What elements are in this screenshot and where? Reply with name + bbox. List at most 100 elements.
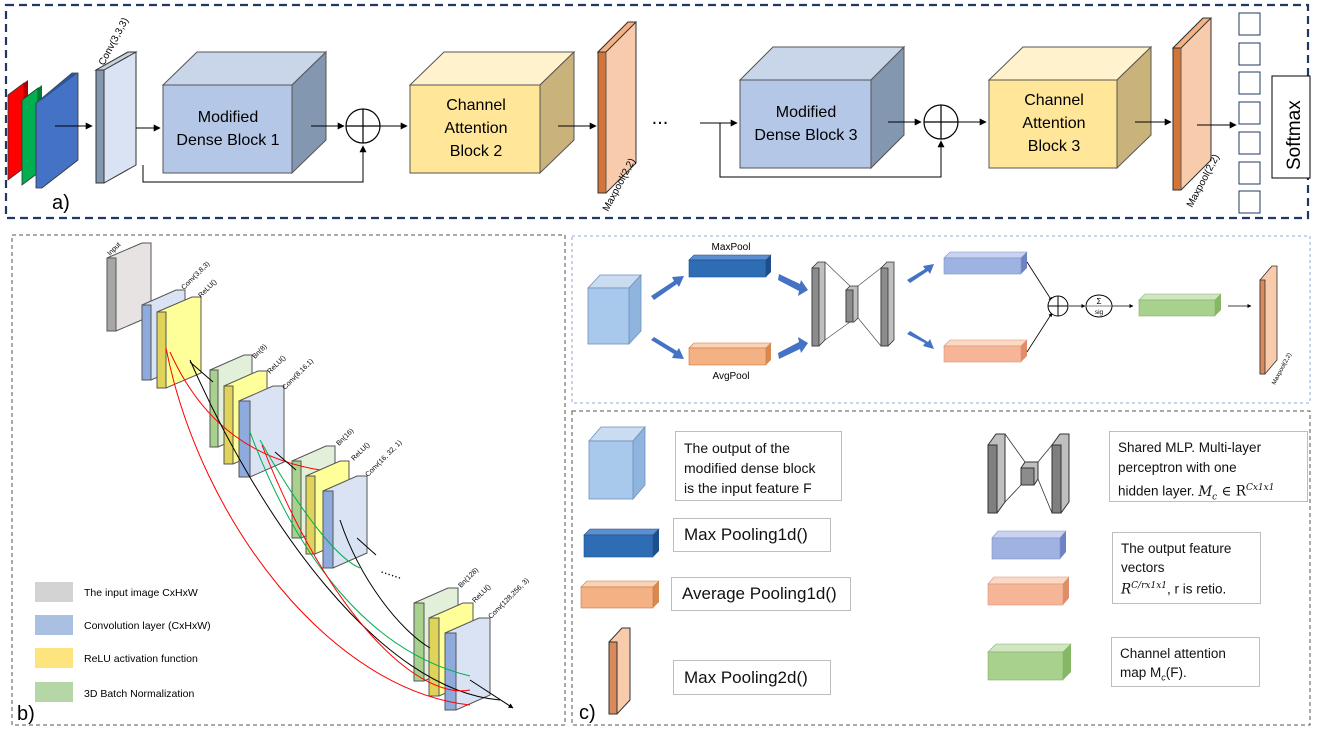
block-arrows bbox=[651, 264, 934, 359]
dots-label: ...... bbox=[379, 561, 404, 582]
legend-label-bn: 3D Batch Normalization bbox=[84, 688, 194, 700]
maxpool-text: MaxPool bbox=[712, 242, 751, 253]
legend-label-relu: ReLU activation function bbox=[84, 653, 198, 665]
skip-connection-2 bbox=[719, 123, 945, 178]
cam-desc-line1: Channel attention bbox=[1120, 646, 1226, 661]
cam-math-prefix: map M bbox=[1120, 665, 1162, 680]
panel-b-frame bbox=[11, 234, 566, 726]
conv-layer-slab bbox=[94, 51, 138, 184]
panel-c-letter: c) bbox=[579, 702, 596, 724]
block4-line2: Attention bbox=[1022, 115, 1085, 132]
mlp-math-sub: c bbox=[1212, 492, 1218, 503]
maxpool-bar bbox=[688, 254, 772, 278]
vec-desc-line1: The output feature bbox=[1121, 541, 1232, 556]
conv2-slab bbox=[238, 385, 285, 478]
add-circle-cam bbox=[1047, 295, 1069, 317]
legend-maxpool2d-slab bbox=[608, 627, 631, 715]
arrow-max-to-add bbox=[1026, 261, 1053, 302]
mlp-description-box: Shared MLP. Multi-layer perceptron with … bbox=[1109, 431, 1308, 502]
maxpool-slab-2 bbox=[1171, 17, 1213, 191]
mlp-desc-line3: hidden layer. Mc ∈ RCx1x1 bbox=[1118, 478, 1299, 507]
panel-c: c) bbox=[571, 410, 1311, 726]
maxpool-slab-small bbox=[1259, 265, 1278, 375]
input-feature-cube bbox=[587, 273, 642, 346]
vec-math-tail: , r is retio. bbox=[1167, 581, 1227, 597]
softmax-box bbox=[1271, 75, 1311, 179]
panel-c-frame bbox=[571, 410, 1311, 726]
mlp-math-mid: ∈ R bbox=[1217, 483, 1246, 500]
channel-attention-block-3: Channel Attention Block 3 bbox=[987, 45, 1153, 170]
legend-swatch-input bbox=[35, 582, 73, 602]
average-pooling1d-label: Average Pooling1d() bbox=[682, 584, 837, 603]
arrow-avg-to-add bbox=[1026, 312, 1053, 353]
panel-b-letter: b) bbox=[17, 703, 35, 725]
input-slab bbox=[106, 242, 152, 332]
add-circle-1 bbox=[345, 108, 381, 144]
block4-line1: Channel bbox=[1024, 92, 1084, 109]
block2-line3: Block 2 bbox=[450, 143, 503, 160]
avgpool-text: AvgPool bbox=[712, 371, 749, 382]
panel-a: Conv(3,3,3) Modified Dense Block 1 Chann… bbox=[4, 3, 1311, 220]
block3-line2: Dense Block 3 bbox=[754, 127, 857, 144]
vec-desc-line3: RC/rx1x1, r is retio. bbox=[1121, 577, 1252, 600]
block1-line2: Dense Block 1 bbox=[176, 132, 279, 149]
attention-map-vector bbox=[1138, 293, 1222, 317]
feature-desc-line1: The output of the bbox=[684, 440, 790, 456]
conv2-label: Conv(8,16,1) bbox=[281, 358, 315, 392]
legend-swatch-conv bbox=[35, 615, 73, 635]
avgpool-bar bbox=[688, 342, 772, 366]
softmax-label: Softmax bbox=[1284, 100, 1305, 170]
add-circle-2 bbox=[923, 104, 959, 140]
legend-swatch-relu bbox=[35, 648, 73, 668]
max-pooling2d-label: Max Pooling2d() bbox=[684, 667, 808, 687]
vec-desc-line2: vectors bbox=[1121, 560, 1165, 575]
mlp-desc-line3-text: hidden layer. bbox=[1118, 483, 1195, 499]
mlp-math-sup: Cx1x1 bbox=[1245, 483, 1275, 493]
legend-maxpool-bar bbox=[583, 528, 660, 558]
panel-cam-frame bbox=[571, 235, 1311, 404]
vector-description-box: The output feature vectors RC/rx1x1, r i… bbox=[1112, 532, 1261, 604]
legend-output-vector-blue bbox=[991, 530, 1067, 560]
panel-b: Input Conv(3,8,3) ReLU() Bn(8) ReLU() Co… bbox=[11, 234, 566, 726]
shared-mlp bbox=[811, 261, 895, 347]
mlp-desc-line1: Shared MLP. Multi-layer bbox=[1118, 440, 1262, 455]
legend-label-conv: Convolution layer (CxHxW) bbox=[84, 620, 211, 632]
average-pooling1d-box: Average Pooling1d() bbox=[671, 577, 851, 611]
conv4-label: Conv(128,256, 3) bbox=[487, 577, 530, 620]
output-vector-max bbox=[943, 251, 1028, 275]
feature-description-box: The output of the modified dense block i… bbox=[675, 431, 842, 501]
cam-math-sub: c bbox=[1161, 672, 1166, 683]
mlp-desc-line2: perceptron with one bbox=[1118, 460, 1237, 475]
vec-math-base: R bbox=[1121, 581, 1132, 598]
bn128-label: Bn(128) bbox=[457, 567, 480, 590]
cam-desc-line2: map Mc(F). bbox=[1120, 663, 1251, 688]
relu2-label: ReLU() bbox=[266, 355, 287, 376]
legend-swatch-bn bbox=[35, 682, 73, 702]
mlp-math-m: M bbox=[1198, 483, 1213, 500]
legend-feature-cube bbox=[588, 425, 646, 501]
panel-a-letter: a) bbox=[52, 192, 70, 214]
skip-connection-1 bbox=[142, 145, 367, 183]
block4-line3: Block 3 bbox=[1028, 138, 1081, 155]
relu3-label: ReLU() bbox=[350, 442, 371, 463]
rgb-input-image bbox=[7, 72, 79, 189]
bn16-label: Bn(16) bbox=[335, 428, 355, 448]
relu1-label: ReLU() bbox=[197, 279, 218, 300]
legend-output-vector-orange bbox=[987, 576, 1070, 606]
relu1-slab bbox=[156, 296, 202, 389]
maxpool-slab-1 bbox=[596, 21, 638, 194]
sig-text: sig bbox=[1095, 309, 1104, 316]
cam-math-tail: (F). bbox=[1165, 665, 1187, 680]
feature-desc-line2: modified dense block bbox=[684, 460, 816, 476]
feature-desc-line3: is the input feature F bbox=[684, 480, 812, 496]
sigma-text: Σ bbox=[1097, 297, 1102, 306]
modified-dense-block-1: Modified Dense Block 1 bbox=[161, 50, 328, 175]
max-pooling2d-box: Max Pooling2d() bbox=[673, 660, 831, 695]
relu4-label: ReLU() bbox=[471, 584, 492, 605]
max-pooling1d-box: Max Pooling1d() bbox=[673, 518, 831, 552]
legend-label-input: The input image CxHxW bbox=[84, 587, 198, 599]
output-vector-avg bbox=[943, 339, 1028, 363]
block2-line1: Channel bbox=[446, 97, 506, 114]
legend-attention-map bbox=[987, 643, 1072, 681]
